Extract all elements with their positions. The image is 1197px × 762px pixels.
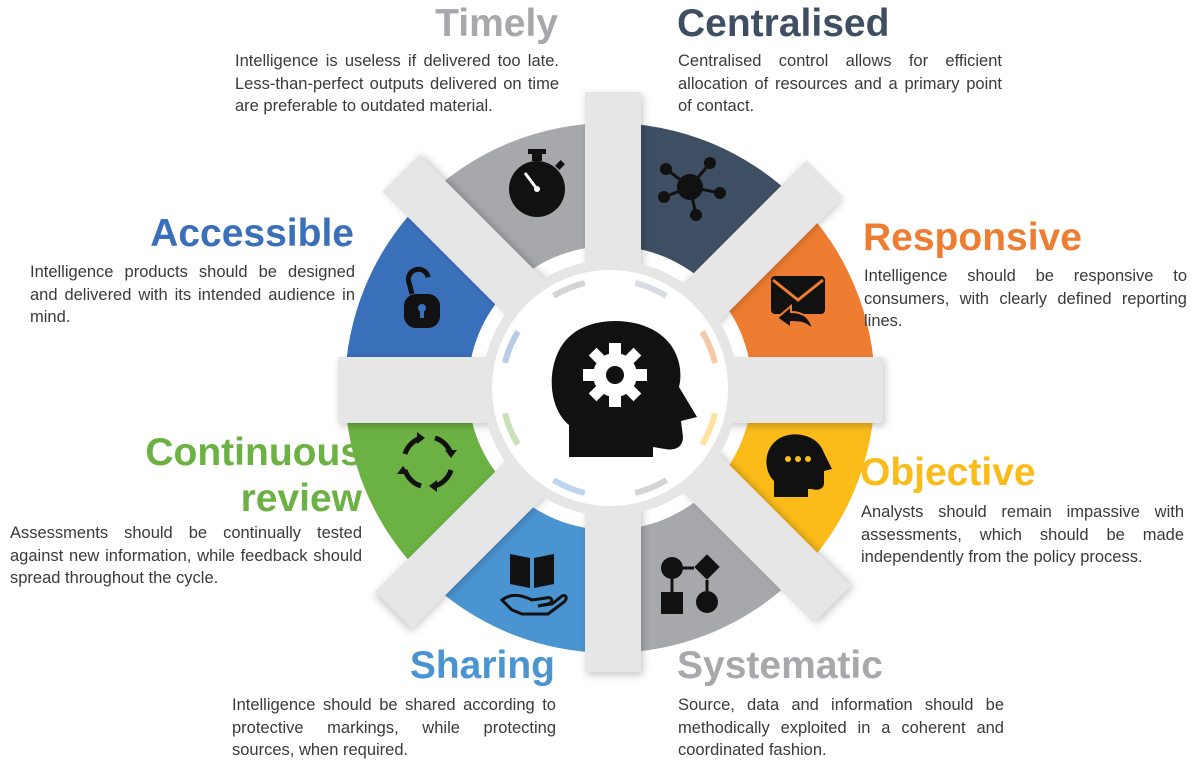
- speech-head-icon: [766, 434, 832, 497]
- open-padlock-icon: [404, 266, 440, 328]
- segment-continuous: [345, 388, 512, 576]
- segment-centralised: [610, 123, 798, 290]
- desc-accessible: Intelligence products should be designed…: [30, 263, 355, 326]
- head-with-gear-icon: [551, 320, 697, 458]
- desc-objective: Analysts should remain impassive with as…: [861, 503, 1184, 566]
- title-centralised: Centralised: [677, 2, 890, 45]
- stopwatch-icon: [509, 149, 565, 217]
- ring-dash-8: [502, 330, 521, 364]
- title-accessible: Accessible: [150, 212, 354, 255]
- title-objective: Objective: [860, 451, 1036, 494]
- title-sharing: Sharing: [409, 644, 555, 687]
- title-continuous-review-line2: review: [240, 477, 362, 520]
- ring-dash-1: [552, 280, 586, 299]
- desc-timely: Intelligence is useless if delivered too…: [235, 52, 559, 115]
- ring-dash-3: [699, 330, 718, 364]
- title-responsive: Responsive: [863, 216, 1082, 259]
- desc-centralised: Centralised control allows for efficient…: [678, 52, 1002, 115]
- title-continuous-review: Continuous review: [100, 430, 362, 522]
- book-in-hand-icon: [499, 554, 568, 616]
- network-hub-icon: [658, 157, 726, 221]
- inner-ring-dashes: [502, 280, 718, 496]
- ring-dash-5: [634, 477, 668, 496]
- cycle-arrows-icon: [397, 432, 457, 492]
- desc-continuous-review: Assessments should be continually tested…: [10, 524, 362, 587]
- desc-responsive: Intelligence should be responsive to con…: [864, 267, 1187, 330]
- title-timely: Timely: [435, 2, 558, 45]
- mail-reply-icon: [771, 276, 825, 333]
- title-continuous-review-line1: Continuous: [145, 431, 362, 474]
- flowchart-icon: [661, 554, 720, 614]
- desc-sharing: Intelligence should be shared according …: [232, 696, 556, 759]
- ring-dash-7: [502, 412, 521, 446]
- ring-dash-6: [552, 477, 586, 496]
- title-systematic: Systematic: [677, 644, 883, 687]
- segment-icons: [397, 149, 832, 616]
- ring-dash-4: [699, 412, 718, 446]
- desc-systematic: Source, data and information should be m…: [678, 696, 1004, 759]
- ring-dash-2: [634, 280, 668, 299]
